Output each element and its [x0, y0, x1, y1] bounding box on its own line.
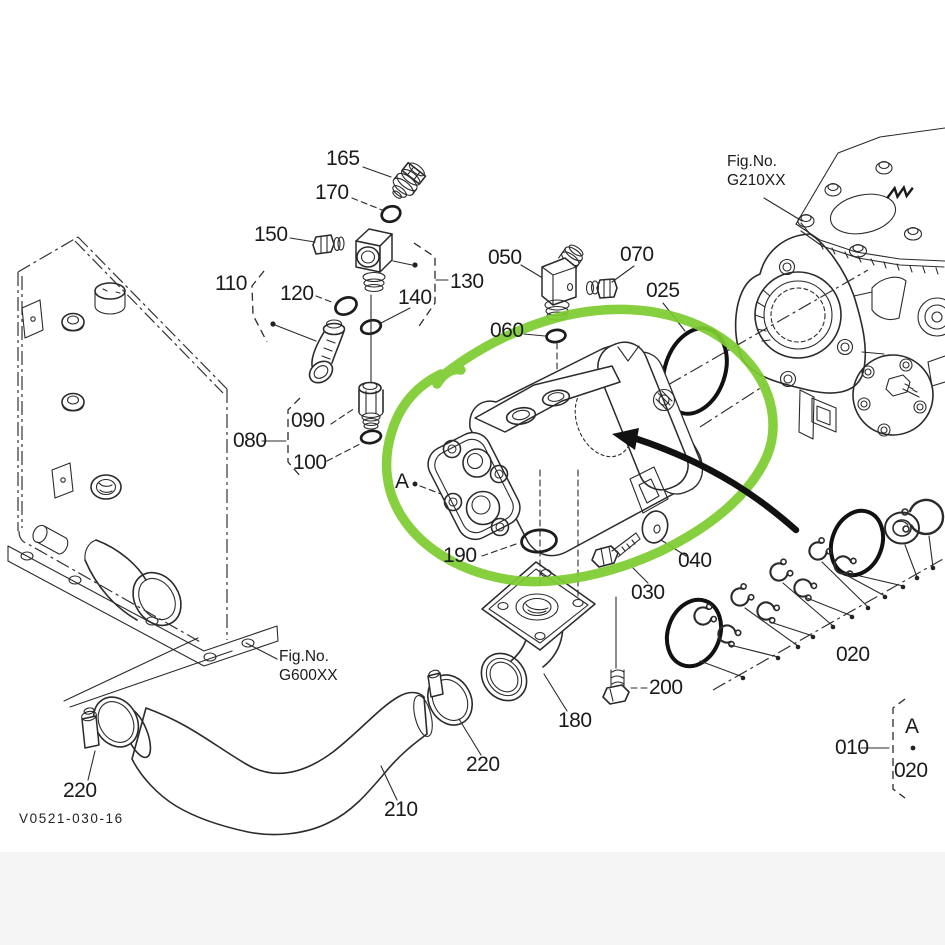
- plug-150: [312, 234, 345, 255]
- sealing-washer-040: [641, 510, 669, 544]
- fitting-090: [358, 381, 384, 430]
- callout-080-11: 080: [233, 429, 267, 452]
- hydraulic-tank: [7, 236, 279, 708]
- drawing-number: V0521-030-16: [19, 811, 124, 826]
- callout-110-3: 110: [215, 272, 247, 295]
- o-ring-060: [545, 328, 567, 344]
- callout-210-22: 210: [384, 798, 418, 821]
- fig-ref-g600-line2: G600XX: [279, 666, 338, 684]
- tank-outlet-pin: [32, 524, 69, 555]
- cover-nuts: [797, 160, 923, 258]
- fitting-block-050: [541, 244, 584, 321]
- fig-ref-g600: Fig.No. G600XX: [279, 648, 338, 685]
- callout-200-19: 200: [649, 676, 683, 699]
- transmission-case: [646, 127, 945, 440]
- tank-hose-stub: [84, 539, 182, 627]
- callout-090-12: 090: [291, 409, 325, 432]
- callout-a-25: A: [905, 715, 919, 738]
- fig-ref-g210: Fig.No. G210XX: [727, 153, 786, 190]
- callout-170-1: 170: [315, 181, 349, 204]
- leader-lines: [87, 166, 916, 801]
- callout-050-7: 050: [488, 246, 522, 269]
- tank-base-plate: [7, 545, 279, 667]
- kubota-logo-mark: [886, 184, 914, 200]
- kit-oring-large-left: [664, 597, 724, 669]
- callout-030-16: 030: [631, 581, 665, 604]
- plug-070: [585, 278, 618, 299]
- callout-190-15: 190: [443, 544, 477, 567]
- callout-020-26: 020: [894, 759, 928, 782]
- fig-ref-g210-line2: G210XX: [727, 171, 786, 189]
- hose-clamp-left-220: [81, 696, 140, 749]
- breather-cap: [94, 282, 126, 315]
- fitting-165: [392, 161, 427, 199]
- callout-070-8: 070: [620, 243, 654, 266]
- o-ring-190: [520, 528, 558, 554]
- drain-bolt-030: [591, 532, 641, 568]
- hose-clamp-center-220: [427, 669, 473, 726]
- kit-oring-large-right: [828, 508, 886, 578]
- o-ring-170: [380, 204, 402, 224]
- cover-bolts: [857, 358, 927, 437]
- callout-220-21: 220: [466, 753, 500, 776]
- callout-010-24: 010: [835, 736, 869, 759]
- kit-snap-ring: [901, 498, 945, 536]
- callout-a-14: A: [395, 470, 409, 493]
- seal-clip-kit-020: [664, 498, 945, 691]
- flange-bolt-200: [602, 596, 630, 705]
- footer-band: [0, 852, 945, 945]
- o-ring-120: [334, 296, 358, 316]
- callout-150-2: 150: [254, 223, 288, 246]
- callout-120-4: 120: [280, 282, 314, 305]
- pump-highlight: [381, 304, 778, 587]
- callout-040-17: 040: [678, 549, 712, 572]
- callout-130-6: 130: [450, 270, 484, 293]
- o-ring-140: [359, 318, 383, 336]
- callout-180-20: 180: [558, 709, 592, 732]
- fig-ref-g600-line1: Fig.No.: [279, 648, 329, 665]
- detail-arrow: [612, 428, 800, 534]
- callout-220-23: 220: [63, 779, 97, 802]
- callout-025-10: 025: [646, 279, 680, 302]
- fig-ref-g210-line1: Fig.No.: [727, 153, 777, 170]
- callout-140-5: 140: [398, 286, 432, 309]
- o-ring-100: [359, 429, 383, 445]
- callout-165-0: 165: [326, 147, 360, 170]
- elbow-block-130: [355, 228, 393, 293]
- callout-060-9: 060: [490, 319, 524, 342]
- elbow-fitting-110: [308, 319, 346, 384]
- callout-100-13: 100: [293, 451, 327, 474]
- callout-020-18: 020: [836, 643, 870, 666]
